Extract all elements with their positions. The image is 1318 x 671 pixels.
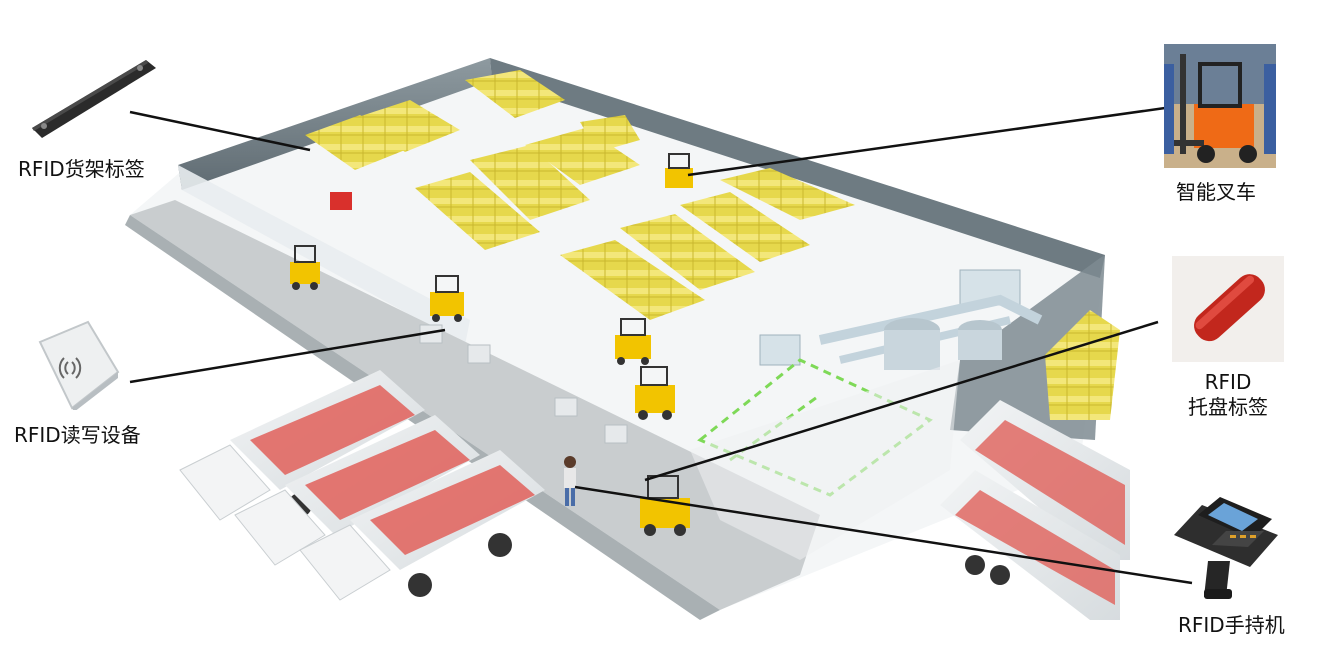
trucks-left [179,370,545,601]
rfid-handheld-icon [1168,485,1292,603]
front-glass-wall [178,165,470,345]
back-right-wall [490,58,1105,278]
processing-equipment [697,269,1043,497]
trucks-right [940,400,1130,620]
interior-partition [690,360,960,560]
shelf-tag-label: RFID货架标签 [18,157,145,181]
pallet-stacks [305,70,1120,420]
smart-forklift-photo [1164,44,1276,168]
back-left-wall [178,58,492,190]
rfid-pallet-tag-icon [1172,256,1284,362]
forklift-label: 智能叉车 [1176,180,1256,204]
red-pallet-jack [330,192,352,210]
worker [564,456,576,506]
handheld-label: RFID手持机 [1178,613,1285,637]
callout-lines [129,106,1193,585]
pallet-tag-label-line1: RFID [1204,370,1252,394]
pallet-tag-label-line2: 托盘标签 [1188,395,1268,419]
rfid-reader-icon [36,320,122,410]
reader-label: RFID读写设备 [14,423,141,447]
forklift-group [290,153,693,536]
corridor-edge [125,215,720,620]
rfid-shelf-tag-icon [28,50,162,140]
gate-readers [419,324,628,444]
